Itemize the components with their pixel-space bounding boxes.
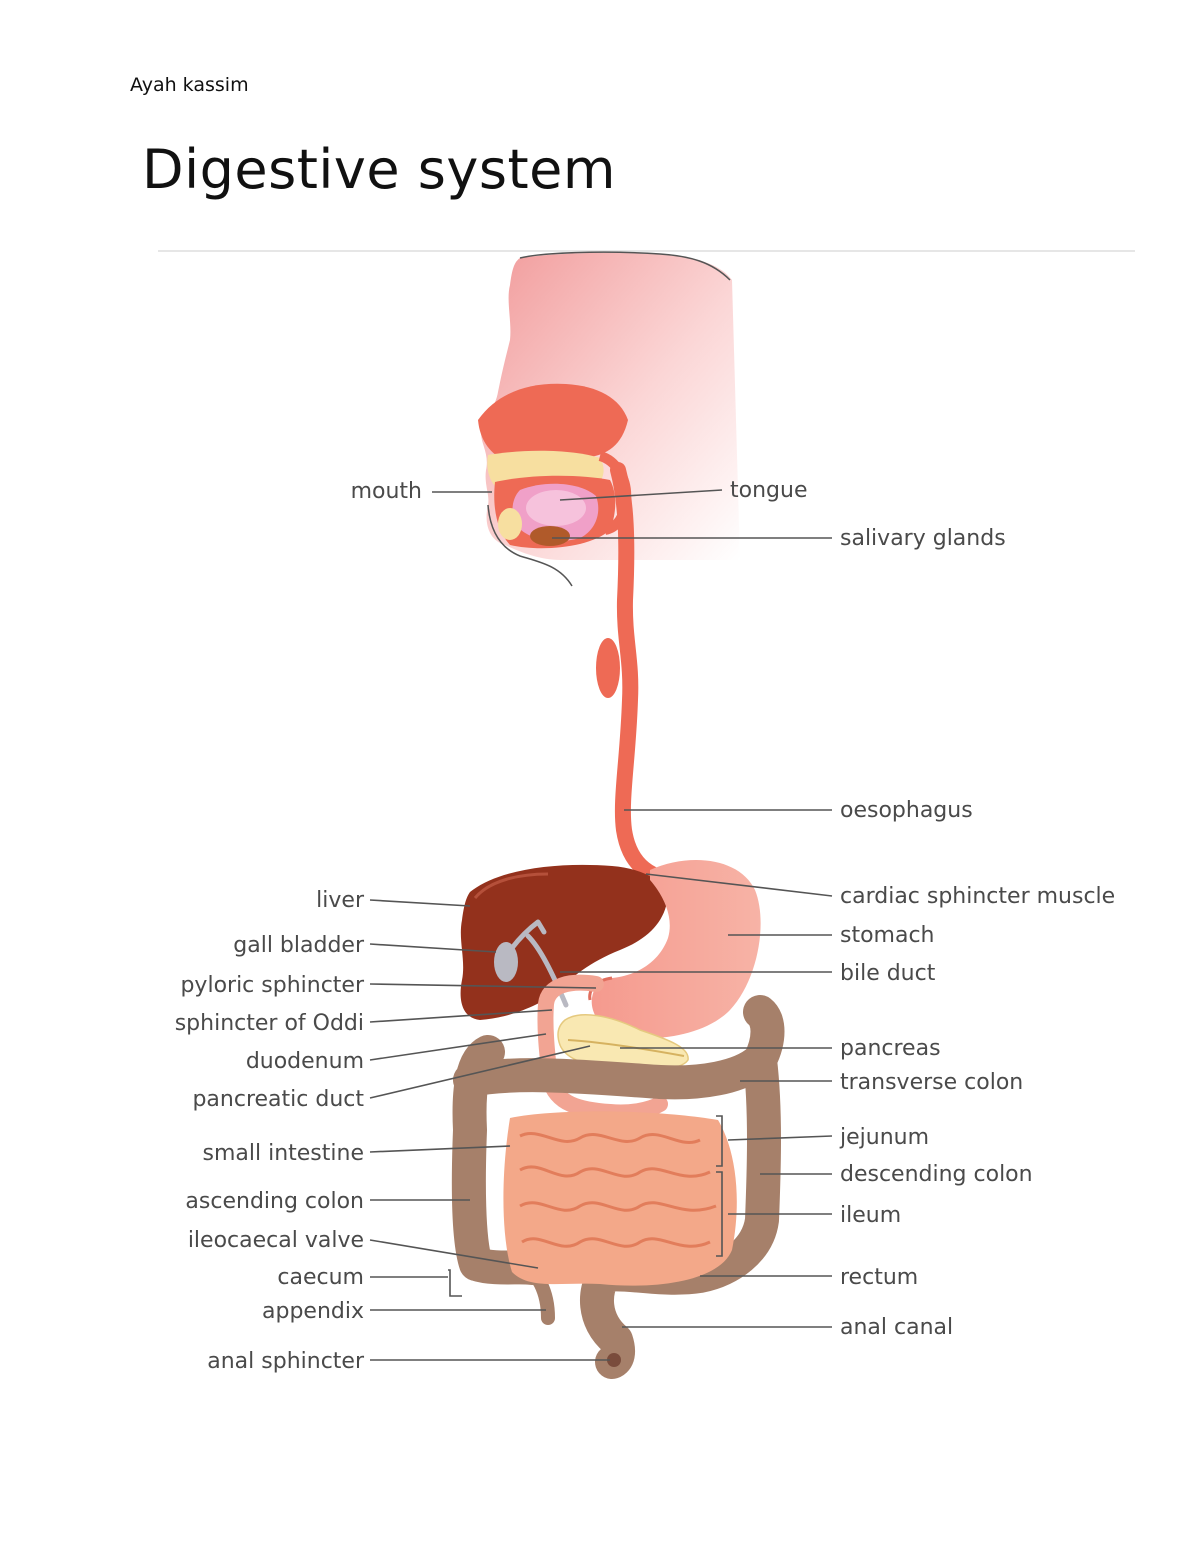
- anal-sphincter-shape: [607, 1353, 621, 1367]
- label-anal-sphincter: anal sphincter: [207, 1349, 365, 1374]
- label-ascending-colon: ascending colon: [185, 1189, 364, 1214]
- label-stomach: stomach: [840, 923, 935, 948]
- small-intestine-shape: [503, 1111, 737, 1286]
- label-pancreas: pancreas: [840, 1036, 941, 1061]
- gall-bladder-shape: [494, 942, 518, 982]
- author-name: Ayah kassim: [130, 74, 249, 96]
- label-gall-bladder: gall bladder: [233, 933, 365, 958]
- stomach-shape: [591, 859, 761, 1039]
- label-liver: liver: [316, 888, 365, 913]
- label-salivary-glands: salivary glands: [840, 526, 1006, 551]
- bile-duct-shape: [509, 919, 569, 1008]
- label-small-intestine: small intestine: [203, 1141, 365, 1166]
- label-pancreatic-duct: pancreatic duct: [192, 1087, 364, 1112]
- label-sphincter-of-oddi: sphincter of Oddi: [175, 1011, 364, 1036]
- label-bile-duct: bile duct: [840, 961, 936, 986]
- label-appendix: appendix: [262, 1299, 364, 1324]
- label-cardiac-sphincter: cardiac sphincter muscle: [840, 884, 1115, 909]
- label-tongue: tongue: [730, 478, 807, 503]
- head-illustration: [478, 251, 740, 587]
- label-mouth: mouth: [351, 479, 422, 504]
- label-duodenum: duodenum: [246, 1049, 364, 1074]
- oesophagus-bulge: [596, 638, 620, 698]
- label-descending-colon: descending colon: [840, 1162, 1033, 1187]
- large-intestine-shape: [451, 995, 785, 1379]
- label-rectum: rectum: [840, 1265, 918, 1290]
- label-transverse-colon: transverse colon: [840, 1070, 1023, 1095]
- oesophagus-shape: [610, 462, 660, 882]
- label-jejunum: jejunum: [839, 1125, 929, 1150]
- label-ileocaecal-valve: ileocaecal valve: [188, 1228, 364, 1253]
- label-anal-canal: anal canal: [840, 1315, 953, 1340]
- label-pyloric-sphincter: pyloric sphincter: [180, 973, 364, 998]
- page-title: Digestive system: [142, 138, 616, 201]
- label-ileum: ileum: [840, 1203, 901, 1228]
- liver-shape: [460, 864, 668, 1020]
- label-caecum: caecum: [277, 1265, 364, 1290]
- label-oesophagus: oesophagus: [840, 798, 973, 823]
- leader-lines: [369, 489, 833, 1361]
